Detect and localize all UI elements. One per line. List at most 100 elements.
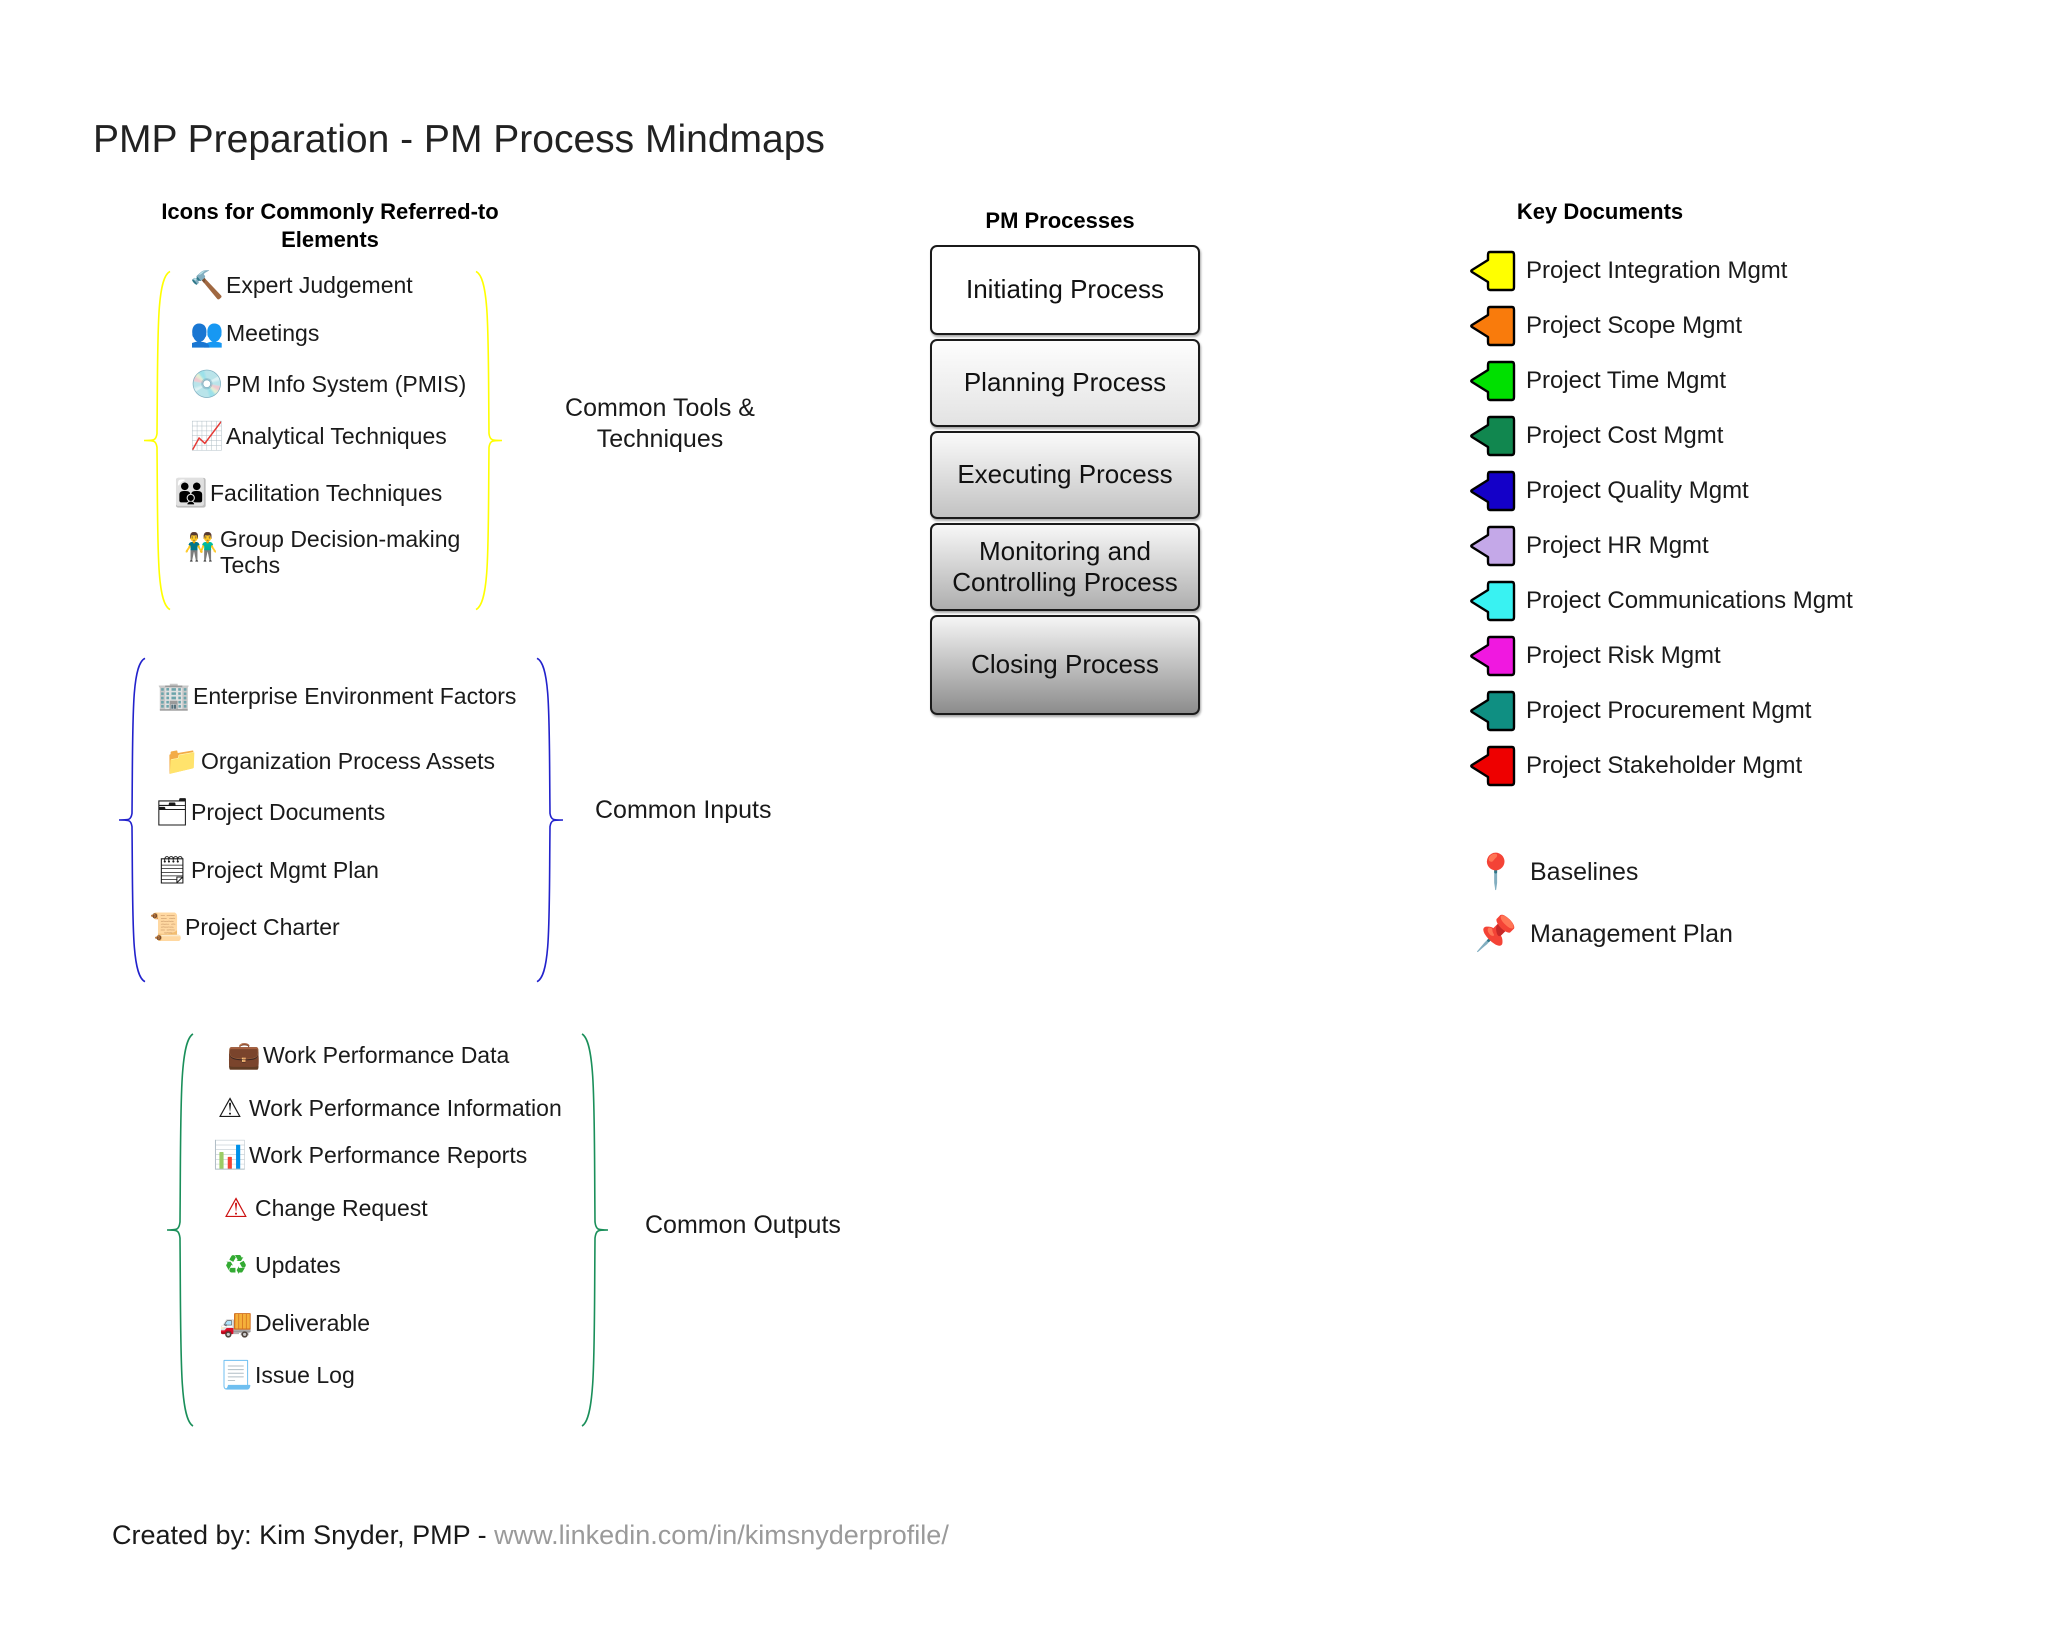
list-item-label: Work Performance Data [263,1042,510,1068]
process-box-label: Closing Process [971,649,1159,680]
process-box-label: Planning Process [963,367,1167,398]
process-box-label: Monitoring and Controlling Process [952,535,1178,597]
key-document-row[interactable]: Project Risk Mgmt [1470,635,1853,677]
meetings-people-icon: 👥 [190,318,224,349]
list-item[interactable]: 📁 Organization Process Assets [163,748,495,775]
key-document-label: Project Integration Mgmt [1526,257,1788,284]
key-document-label: Project Risk Mgmt [1526,642,1721,669]
key-document-label: Project Scope Mgmt [1526,312,1743,339]
key-document-label: Project HR Mgmt [1526,532,1709,559]
scroll-icon: 📜 [149,912,183,943]
left-chevron-arrow-icon [1470,470,1516,512]
list-item-label: Analytical Techniques [226,423,447,449]
list-item[interactable]: 📊 Work Performance Reports [211,1142,527,1169]
list-item-label: Work Performance Information [249,1095,562,1121]
list-item-label: Updates [255,1252,341,1278]
left-chevron-arrow-icon [1470,250,1516,292]
software-box-icon: 💿 [190,369,224,400]
extra-document-label: Baselines [1530,857,1639,886]
footer-credit: Created by: Kim Snyder, PMP - www.linked… [112,1520,949,1551]
list-item[interactable]: 👥 Meetings [188,320,319,347]
common-inputs-group: 🏢 Enterprise Environment Factors 📁 Organ… [125,655,771,985]
extra-document-row[interactable]: 📍 Baselines [1470,855,1733,889]
common-outputs-group: 💼 Work Performance Data ⚠ Work Performan… [175,1030,841,1430]
extra-document-row[interactable]: 📌 Management Plan [1470,917,1733,951]
key-document-label: Project Procurement Mgmt [1526,697,1812,724]
key-document-label: Project Communications Mgmt [1526,587,1853,614]
list-item[interactable]: 🗒 Project Mgmt Plan [153,857,379,884]
left-brace-inputs [117,655,147,985]
key-document-row[interactable]: Project Cost Mgmt [1470,415,1853,457]
pushpin-icon: 📌 [1474,914,1518,954]
list-item-label: Project Documents [191,799,386,825]
list-item-label: Deliverable [255,1310,371,1336]
list-item-label: PM Info System (PMIS) [226,371,467,397]
list-item-label: Work Performance Reports [249,1142,528,1168]
red-warning-triangle-icon: ⚠ [223,1193,249,1224]
left-brace-tools [142,268,172,613]
map-pin-icon: 📍 [1474,852,1518,892]
list-item-label: Enterprise Environment Factors [193,683,517,709]
right-brace-tools [474,268,504,613]
process-box-initiating[interactable]: Initiating Process [930,245,1200,335]
key-document-row[interactable]: Project HR Mgmt [1470,525,1853,567]
key-document-row[interactable]: Project Quality Mgmt [1470,470,1853,512]
list-item[interactable]: 🏢 Enterprise Environment Factors [155,683,516,710]
list-item[interactable]: ⚠ Change Request [217,1195,428,1222]
key-document-row[interactable]: Project Time Mgmt [1470,360,1853,402]
group-label-tools: Common Tools & Techniques [565,394,755,454]
right-brace-outputs [580,1030,610,1430]
group-label-outputs: Common Outputs [645,1211,841,1239]
list-item-label: Group Decision-making Techs [220,526,461,579]
list-item[interactable]: 💼 Work Performance Data [225,1042,509,1069]
truck-icon: 🚚 [219,1308,253,1339]
left-brace-outputs [165,1030,195,1430]
left-chevron-arrow-icon [1470,690,1516,732]
list-item[interactable]: 🚚 Deliverable [217,1310,370,1337]
list-item-label: Project Mgmt Plan [191,857,379,883]
pm-processes-stack: Initiating Process Planning Process Exec… [930,245,1200,719]
process-box-monitoring-controlling[interactable]: Monitoring and Controlling Process [930,523,1200,611]
buildings-icon: 🏢 [157,681,191,712]
key-document-label: Project Time Mgmt [1526,367,1727,394]
process-box-closing[interactable]: Closing Process [930,615,1200,715]
list-item[interactable]: 📜 Project Charter [147,912,339,943]
list-item[interactable]: 📈 Analytical Techniques [188,423,447,450]
list-item[interactable]: 👬 Group Decision-making Techs [182,526,470,579]
list-item[interactable]: 🔨 Expert Judgement [188,270,412,301]
common-tools-techniques-group: 🔨 Expert Judgement 👥 Meetings 💿 PM Info … [160,268,755,613]
right-brace-inputs [535,655,565,985]
list-item[interactable]: 📃 Issue Log [217,1362,355,1389]
left-chevron-arrow-icon [1470,525,1516,567]
list-item[interactable]: 👪 Facilitation Techniques [172,480,442,507]
key-document-row[interactable]: Project Integration Mgmt [1470,250,1853,292]
key-document-row[interactable]: Project Communications Mgmt [1470,580,1853,622]
left-chevron-arrow-icon [1470,360,1516,402]
chart-document-icon: 📈 [190,421,224,452]
list-item[interactable]: 💿 PM Info System (PMIS) [188,371,466,398]
gavel-icon: 🔨 [190,270,224,301]
footer-url[interactable]: www.linkedin.com/in/kimsnyderprofile/ [494,1520,949,1550]
process-box-label: Initiating Process [966,274,1164,305]
key-document-row[interactable]: Project Stakeholder Mgmt [1470,745,1853,787]
key-document-row[interactable]: Project Procurement Mgmt [1470,690,1853,732]
list-item-label: Change Request [255,1195,428,1221]
process-box-planning[interactable]: Planning Process [930,339,1200,427]
list-item[interactable]: 🗂 Project Documents [153,799,385,826]
keydocs-column-heading: Key Documents [1516,199,1684,224]
left-chevron-arrow-icon [1470,305,1516,347]
group-of-people-icon: 👪 [174,478,208,509]
key-document-row[interactable]: Project Scope Mgmt [1470,305,1853,347]
left-chevron-arrow-icon [1470,745,1516,787]
list-item[interactable]: ♻ Updates [217,1252,341,1279]
people-plus-icon: 👬 [184,532,218,563]
key-document-label: Project Quality Mgmt [1526,477,1749,504]
group-label-inputs: Common Inputs [595,796,772,824]
lined-page-icon: 📃 [219,1360,253,1391]
processes-column-heading: PM Processes [985,208,1135,233]
key-documents-list: Project Integration Mgmt Project Scope M… [1470,250,1853,800]
list-item-label: Organization Process Assets [201,748,496,774]
blue-folder-open-icon: 🗂 [154,797,190,828]
process-box-executing[interactable]: Executing Process [930,431,1200,519]
list-item[interactable]: ⚠ Work Performance Information [211,1095,562,1122]
